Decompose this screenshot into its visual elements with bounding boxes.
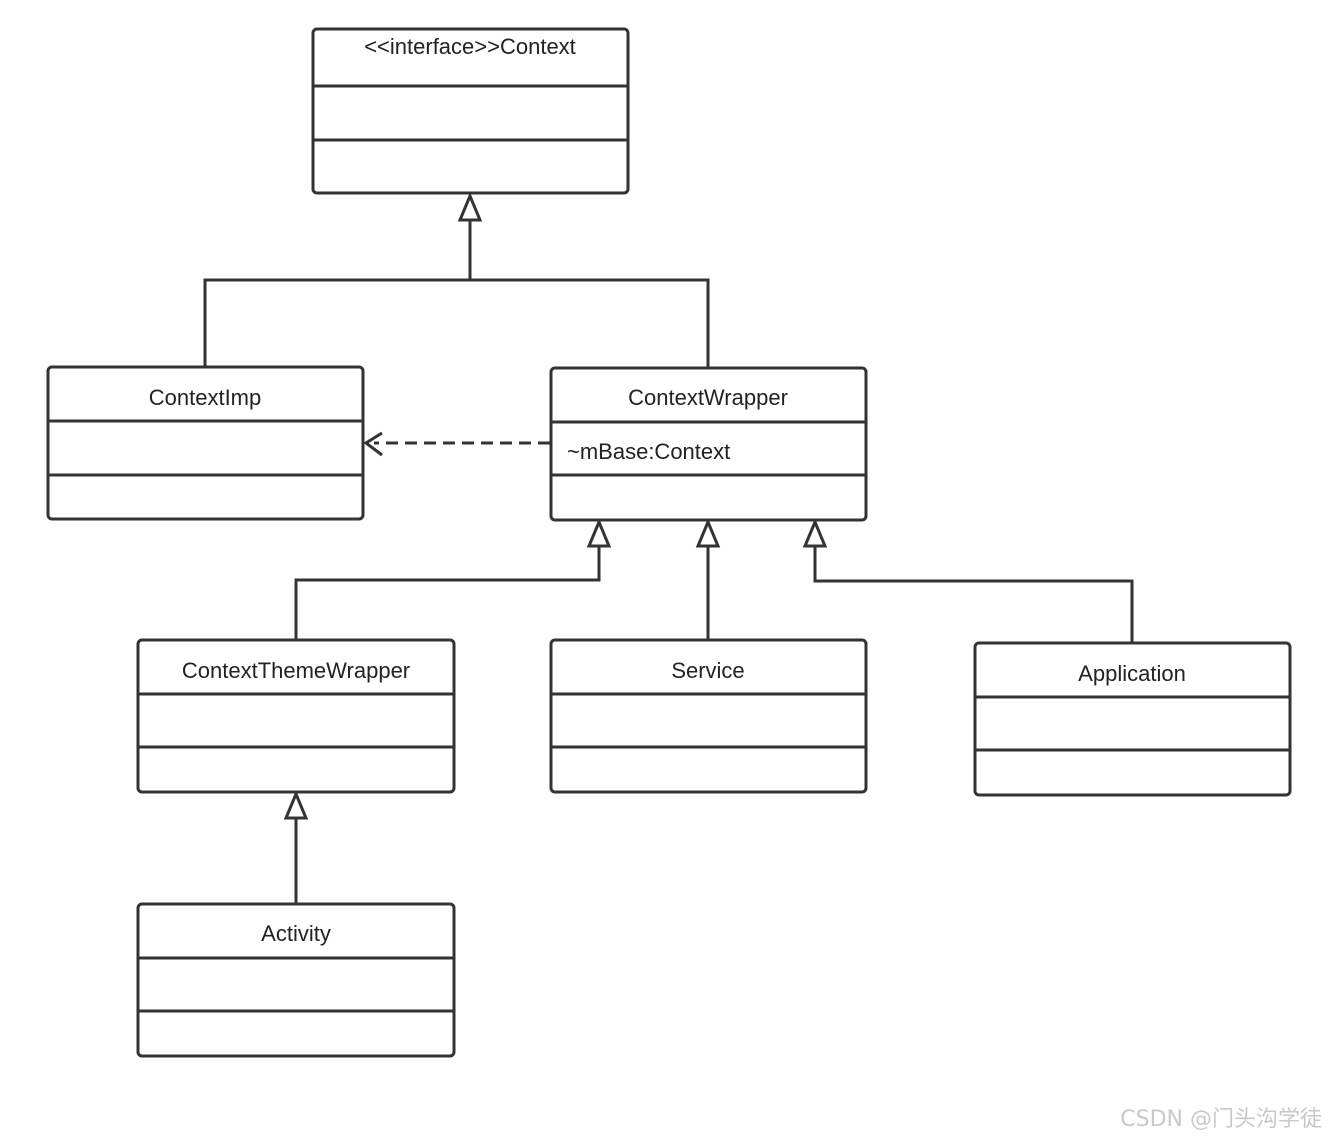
class-context-wrapper: ContextWrapper ~mBase:Context	[549, 366, 868, 522]
class-name: Service	[671, 658, 744, 683]
edge-application-to-wrapper	[802, 518, 1134, 643]
class-name: Activity	[261, 921, 331, 946]
watermark: CSDN @门头沟学徒	[1120, 1107, 1322, 1132]
hollow-triangle-arrow-icon	[586, 518, 612, 548]
class-context-theme-wrapper: ContextThemeWrapper	[136, 638, 456, 794]
edge-service-to-wrapper	[695, 518, 721, 640]
open-arrowhead-icon	[363, 431, 383, 457]
class-context-imp: ContextImp	[46, 365, 365, 521]
class-service: Service	[549, 638, 868, 794]
class-name: <<interface>>Context	[364, 34, 576, 59]
class-attribute: ~mBase:Context	[567, 439, 730, 464]
edge-themewrapper-to-wrapper	[294, 518, 612, 640]
class-name: ContextImp	[149, 385, 262, 410]
class-name: ContextThemeWrapper	[182, 658, 410, 683]
edge-activity-to-themewrapper	[283, 790, 309, 904]
hollow-triangle-arrow-icon	[802, 518, 828, 548]
edge-context-children	[203, 192, 710, 367]
class-context: <<interface>>Context	[311, 27, 630, 195]
class-name: ContextWrapper	[628, 385, 788, 410]
edge-dependency-wrapper-to-imp	[363, 431, 550, 457]
hollow-triangle-arrow-icon	[695, 518, 721, 548]
class-activity: Activity	[136, 902, 456, 1058]
hollow-triangle-arrow-icon	[283, 790, 309, 820]
class-application: Application	[973, 641, 1292, 797]
class-name: Application	[1078, 661, 1186, 686]
hollow-triangle-arrow-icon	[457, 192, 483, 222]
